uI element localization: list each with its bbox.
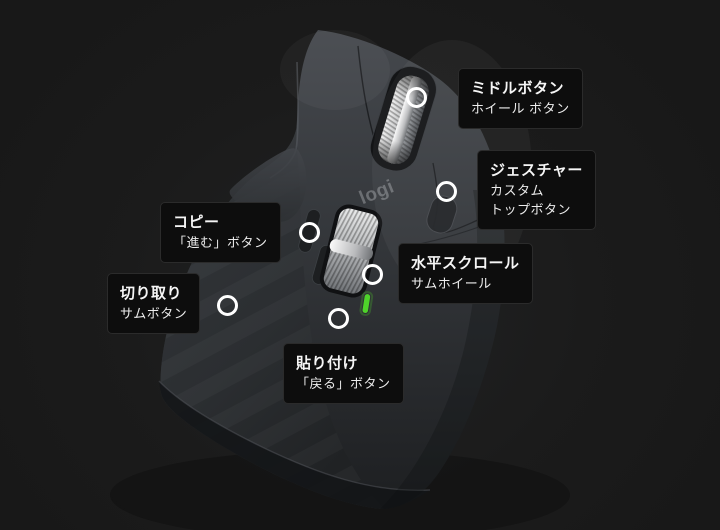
thumbwheel-center-band	[329, 239, 374, 260]
hotspot-marker-forward-button	[299, 222, 320, 243]
hotspot-marker-gesture-button	[436, 181, 457, 202]
callout-title: コピー	[173, 214, 220, 231]
hotspot-marker-back-button	[328, 308, 349, 329]
callout-cut-thumb: 切り取り サムボタン	[107, 273, 201, 334]
scroll-wheel	[369, 66, 437, 172]
callout-line: サムホイール	[411, 276, 492, 291]
callout-title: ジェスチャー	[490, 162, 583, 179]
base-band	[159, 381, 430, 509]
led-indicator	[359, 291, 374, 316]
callout-line: 「戻る」ボタン	[296, 376, 391, 391]
callout-line: ホイール ボタン	[471, 101, 570, 116]
callout-copy-forward: コピー 「進む」ボタン	[160, 202, 281, 263]
callout-gesture-button: ジェスチャー カスタム トップボタン	[477, 150, 596, 230]
base-rim-highlight	[158, 380, 431, 492]
hotspot-marker-thumb-button	[217, 295, 238, 316]
callout-line: サムボタン	[120, 306, 188, 321]
callout-horizontal-scroll: 水平スクロール サムホイール	[398, 243, 533, 304]
peak-highlight	[280, 30, 390, 110]
hotspot-marker-thumbwheel	[362, 264, 383, 285]
callout-line: 「進む」ボタン	[173, 235, 268, 250]
callout-line: カスタム	[490, 183, 545, 198]
callout-paste-back: 貼り付け 「戻る」ボタン	[283, 343, 404, 404]
callout-title: 切り取り	[120, 285, 183, 302]
callout-title: ミドルボタン	[471, 80, 565, 97]
callout-title: 貼り付け	[296, 355, 359, 372]
hotspot-marker-middle-button	[406, 87, 427, 108]
callout-middle-button: ミドルボタン ホイール ボタン	[458, 68, 583, 129]
callout-line: トップボタン	[490, 202, 572, 217]
callout-title: 水平スクロール	[411, 255, 520, 272]
